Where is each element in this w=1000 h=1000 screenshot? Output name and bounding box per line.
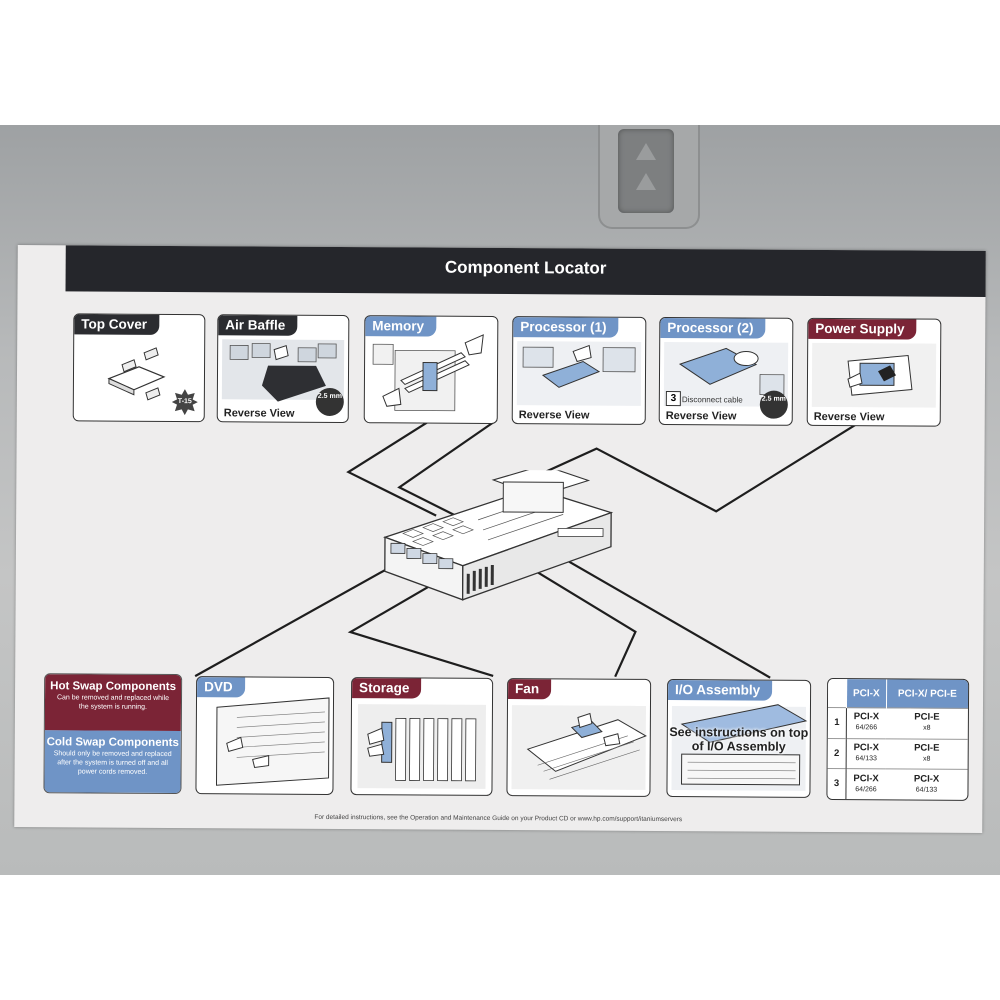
swap-legend: Hot Swap Components Can be removed and r… <box>43 673 183 795</box>
server-illustration <box>383 469 614 601</box>
panel-storage[interactable]: Storage <box>350 677 494 796</box>
reverse-view-label: Reverse View <box>518 409 590 422</box>
bus-spec: x8 <box>922 755 931 763</box>
pci-header-2: PCI-X/ PCI-E <box>886 679 969 709</box>
hot-swap-legend: Hot Swap Components Can be removed and r… <box>44 674 182 732</box>
slot-number: 1 <box>827 707 847 739</box>
panel-io-assembly[interactable]: I/O Assembly See instructions on top of … <box>666 679 812 798</box>
panel-top-cover[interactable]: Top Cover T-15 <box>72 313 206 423</box>
reverse-view-label: Reverse View <box>665 410 737 423</box>
bus-type: PCI-X <box>853 742 879 754</box>
pci-header-1: PCI-X <box>846 679 887 708</box>
warning-icon <box>636 143 656 160</box>
top-cover-illustration <box>107 347 166 401</box>
memory-illustration <box>372 334 484 412</box>
panel-processor-1[interactable]: Processor (1) Reverse View <box>511 316 647 425</box>
bus-spec: 64/266 <box>855 785 877 794</box>
cold-swap-legend: Cold Swap Components Should only be remo… <box>44 730 181 794</box>
bus-type: PCI-E <box>914 711 940 724</box>
bus-spec: 64/133 <box>915 786 938 794</box>
storage-illustration <box>357 704 486 789</box>
panel-power-supply[interactable]: Power Supply Reverse View <box>806 317 942 427</box>
air-baffle-illustration <box>221 339 345 402</box>
io-assembly-illustration <box>671 704 808 791</box>
bus-spec: 64/133 <box>855 755 877 763</box>
slot-number: 2 <box>827 738 847 770</box>
panel-dvd[interactable]: DVD <box>195 676 335 795</box>
step-number: 3 <box>665 391 681 407</box>
bus-spec: 64/266 <box>855 724 878 732</box>
step-text: Disconnect cable <box>681 395 743 405</box>
latch-handle[interactable] <box>618 129 674 213</box>
cold-swap-description: Should only be removed and replaced afte… <box>53 750 172 776</box>
io-assembly-note: See instructions on top of I/O Assembly <box>669 725 809 754</box>
panel-fan[interactable]: Fan <box>506 678 652 797</box>
reverse-view-label: Reverse View <box>223 407 295 420</box>
panel-processor-2[interactable]: Processor (2) 3 Disconnect cable Reverse… <box>658 316 794 426</box>
pci-corner-cell <box>827 679 847 708</box>
panel-memory[interactable]: Memory <box>363 315 499 424</box>
component-locator-label: Component Locator <box>14 245 986 833</box>
warning-icon <box>636 173 656 190</box>
fan-illustration <box>511 705 647 790</box>
hot-swap-description: Can be removed and replaced while the sy… <box>56 694 170 711</box>
panel-air-baffle[interactable]: Air Baffle Reverse View 2.5 mm <box>216 314 350 424</box>
processor-1-illustration <box>516 341 642 406</box>
processor-2-illustration <box>663 341 789 407</box>
bus-spec: x8 <box>923 724 931 732</box>
connector-lines <box>194 418 861 679</box>
bus-type: PCI-X <box>853 711 880 723</box>
slot-number: 3 <box>827 768 847 800</box>
reverse-view-label: Reverse View <box>813 410 885 424</box>
hex-key-2-5mm-icon: 2.5 mm <box>315 387 344 417</box>
cover-release-latch[interactable] <box>598 125 700 229</box>
hot-swap-title: Hot Swap Components <box>50 680 177 694</box>
hex-key-2-5mm-icon: 2.5 mm <box>759 390 788 419</box>
dvd-illustration <box>215 697 330 786</box>
bus-type: PCI-X <box>853 772 879 785</box>
bus-type: PCI-X <box>913 773 940 785</box>
bus-type: PCI-E <box>914 742 940 754</box>
cold-swap-title: Cold Swap Components <box>46 736 179 750</box>
power-supply-illustration <box>811 342 937 408</box>
